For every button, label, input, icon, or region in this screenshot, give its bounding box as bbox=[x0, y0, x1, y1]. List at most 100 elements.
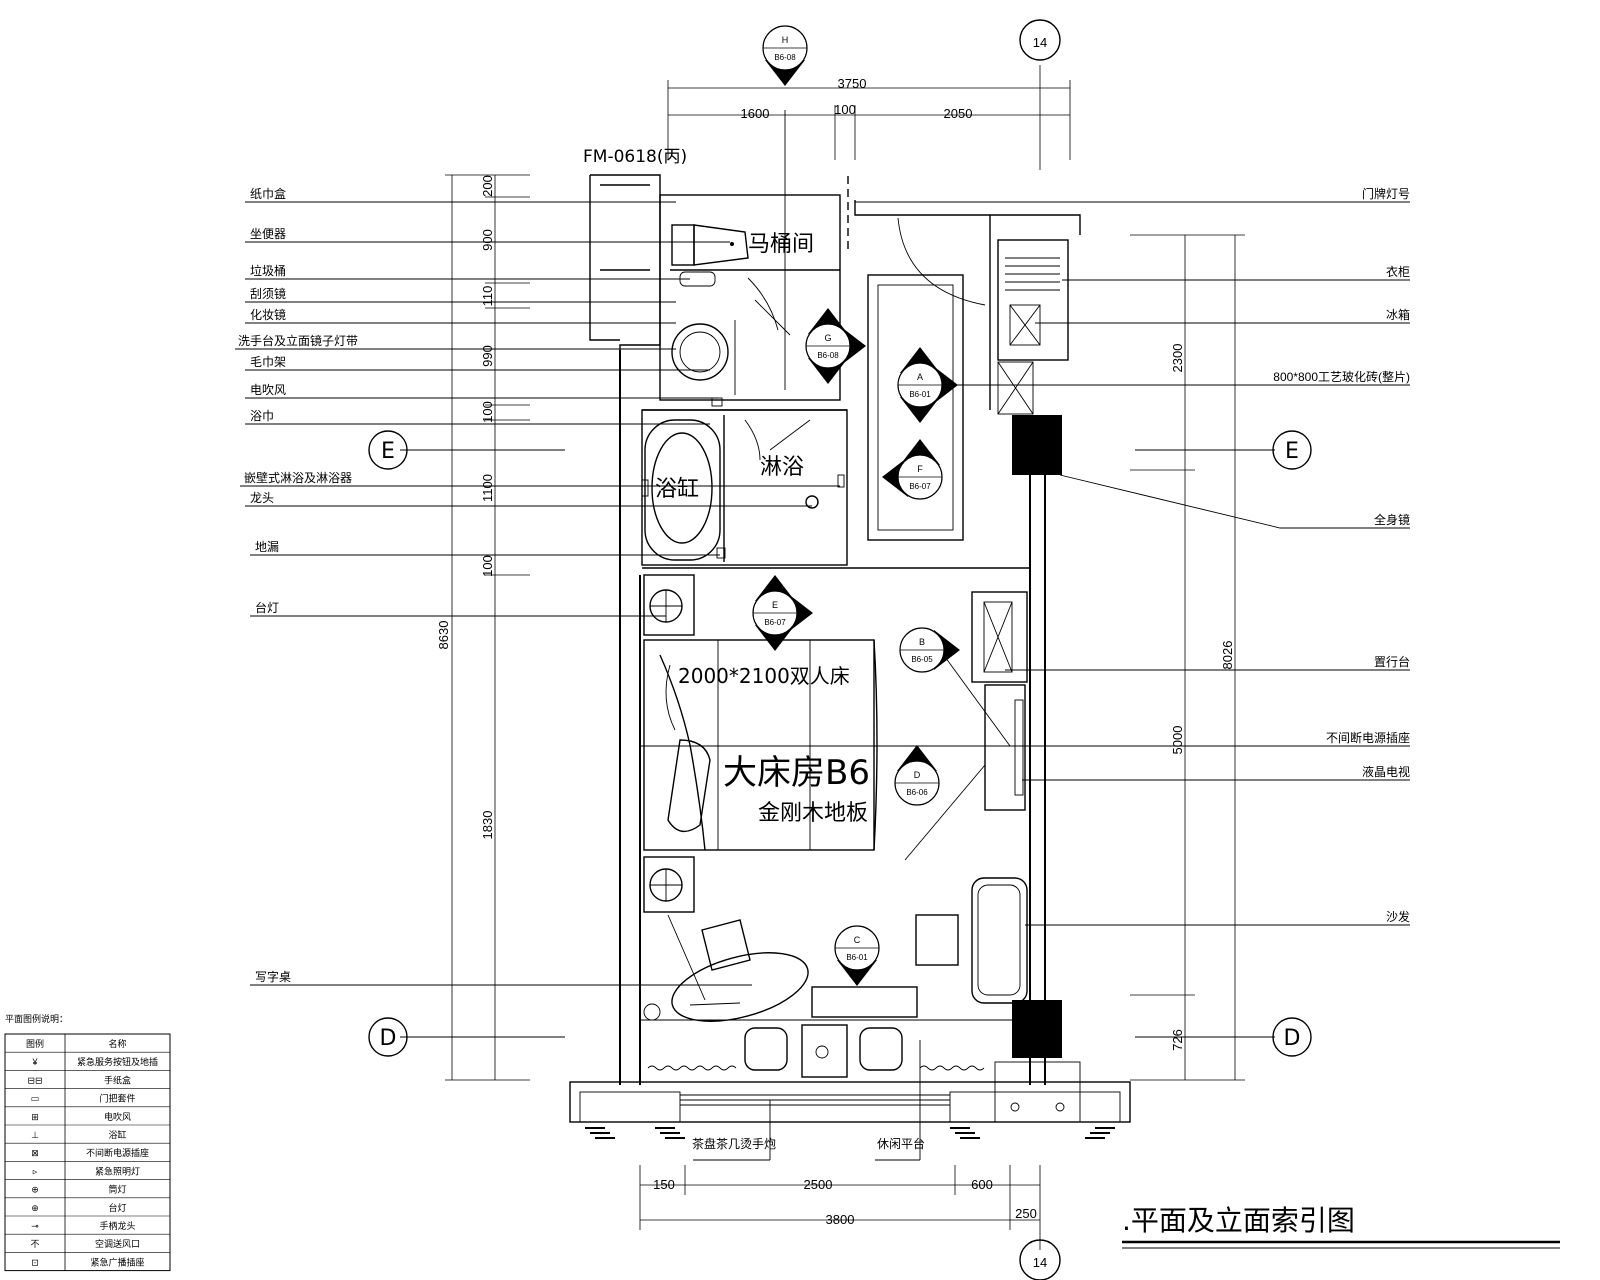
dim-left-6: 1100 bbox=[480, 474, 495, 502]
legend-symbol: ⊥ bbox=[31, 1130, 39, 1140]
index-letter: A bbox=[917, 372, 923, 382]
legend-name: 台灯 bbox=[108, 1202, 126, 1213]
dim-right-outer: 8026 bbox=[1220, 641, 1235, 670]
dim-left-8: 1830 bbox=[480, 811, 495, 840]
dim-bottom-d: 250 bbox=[1015, 1206, 1037, 1221]
legend-symbol: ⊸ bbox=[31, 1221, 39, 1231]
legend-name: 紧急广播插座 bbox=[90, 1256, 144, 1267]
index-letter: B bbox=[919, 637, 925, 647]
bottom-annotations: 茶盘茶几烫手炮 休闲平台 bbox=[692, 1136, 925, 1151]
legend-name: 不间断电源插座 bbox=[86, 1147, 149, 1158]
label-leisure-platform: 休闲平台 bbox=[877, 1136, 925, 1151]
section-d-left: D bbox=[380, 1026, 397, 1051]
legend-symbol: ⊟⊟ bbox=[27, 1075, 42, 1085]
index-letter: H bbox=[782, 35, 789, 45]
dim-bottom-c: 600 bbox=[971, 1177, 993, 1192]
legend-name: 浴缸 bbox=[108, 1129, 126, 1140]
dim-left-7: 100 bbox=[480, 555, 495, 577]
dim-bottom-a: 150 bbox=[653, 1177, 675, 1192]
left-label: 洗手台及立面镜子灯带 bbox=[238, 333, 358, 348]
left-label: 龙头 bbox=[250, 491, 274, 505]
left-label: 电吹风 bbox=[250, 383, 286, 397]
dim-top-b: 100 bbox=[834, 102, 856, 117]
dim-left-2: 900 bbox=[480, 229, 495, 251]
left-label: 台灯 bbox=[255, 600, 279, 615]
left-annotations: 纸巾盒坐便器垃圾桶刮须镜化妆镜洗手台及立面镜子灯带毛巾架电吹风浴巾嵌壁式淋浴及淋… bbox=[238, 186, 358, 984]
label-toilet-room: 马桶间 bbox=[748, 232, 814, 257]
legend-name: 紧急照明灯 bbox=[95, 1165, 140, 1176]
right-label: 沙发 bbox=[1386, 909, 1410, 924]
index-mark: EB6-07 bbox=[752, 575, 813, 651]
dim-right-3: 726 bbox=[1170, 1029, 1185, 1051]
left-label: 地漏 bbox=[255, 540, 279, 554]
left-label: 嵌壁式淋浴及淋浴器 bbox=[244, 470, 352, 485]
index-marks: HB6-08GB6-08AB6-01FB6-07EB6-07BB6-05DB6-… bbox=[752, 25, 960, 986]
dim-left-1: 200 bbox=[480, 175, 495, 197]
label-shower: 淋浴 bbox=[760, 455, 804, 480]
legend-name: 空调送风口 bbox=[95, 1238, 140, 1249]
right-label: 门牌灯号 bbox=[1362, 186, 1410, 201]
legend-table: 平面图例说明：图例名称¥紧急服务按钮及地插⊟⊟手纸盒▭门把套件⊞电吹风⊥浴缸⊠不… bbox=[4, 1013, 171, 1272]
axis-markers: 14 14 E E D D bbox=[368, 19, 1312, 1280]
room-labels: 马桶间 浴缸 淋浴 2000*2100双人床 大床房B6 金刚木地板 FM-06… bbox=[583, 147, 1560, 1249]
dim-left-5: 100 bbox=[480, 401, 495, 423]
dim-left-3: 110 bbox=[480, 286, 495, 307]
left-label: 毛巾架 bbox=[250, 355, 286, 369]
index-sheet: B6-08 bbox=[774, 53, 796, 62]
label-floor-material: 金刚木地板 bbox=[758, 801, 868, 826]
index-sheet: B6-05 bbox=[911, 655, 933, 664]
right-label: 置行台 bbox=[1374, 654, 1410, 669]
dimension-lines bbox=[445, 65, 1245, 1250]
legend-symbol: ⊞ bbox=[31, 1112, 39, 1122]
index-letter: C bbox=[854, 935, 861, 945]
leader-lines bbox=[235, 110, 1410, 1161]
index-letter: F bbox=[917, 464, 923, 474]
legend-name: 手纸盒 bbox=[104, 1074, 131, 1085]
dim-bottom-total: 3800 bbox=[826, 1212, 855, 1227]
left-label: 浴巾 bbox=[250, 409, 274, 423]
right-label: 冰箱 bbox=[1386, 307, 1410, 322]
label-bed: 2000*2100双人床 bbox=[678, 664, 850, 688]
index-mark: FB6-07 bbox=[882, 439, 943, 500]
legend-symbol: ⊕ bbox=[31, 1185, 39, 1195]
index-sheet: B6-01 bbox=[846, 953, 868, 962]
dim-left-outer: 8630 bbox=[436, 621, 451, 650]
left-label: 刮须镜 bbox=[250, 286, 286, 301]
legend-symbol: ▭ bbox=[31, 1094, 40, 1104]
legend-symbol: ▹ bbox=[33, 1166, 38, 1176]
left-label: 纸巾盒 bbox=[250, 186, 286, 201]
index-mark: D B6-06 bbox=[894, 745, 940, 806]
index-sheet: B6-07 bbox=[764, 618, 786, 627]
label-tea-table: 茶盘茶几烫手炮 bbox=[692, 1136, 776, 1151]
index-mark: A B6-01 bbox=[897, 347, 958, 423]
legend-header-symbol: 图例 bbox=[26, 1038, 44, 1049]
dim-top-c: 2050 bbox=[944, 106, 973, 121]
index-letter: D bbox=[914, 770, 921, 780]
legend-symbol: ⊕ bbox=[31, 1203, 39, 1213]
section-e-right: E bbox=[1285, 439, 1299, 464]
section-d-right: D bbox=[1284, 1026, 1301, 1051]
index-mark: C B6-01 bbox=[834, 925, 880, 986]
dim-top-total: 3750 bbox=[838, 76, 867, 91]
dim-left-4: 990 bbox=[480, 345, 495, 367]
drawing-title: .平面及立面索引图 bbox=[1122, 1204, 1355, 1237]
axis-14-bottom: 14 bbox=[1033, 1255, 1047, 1270]
right-annotations: 门牌灯号衣柜冰箱800*800工艺玻化砖(整片)全身镜置行台不间断电源插座液晶电… bbox=[1273, 186, 1410, 924]
index-sheet: B6-06 bbox=[906, 788, 928, 797]
index-sheet: B6-01 bbox=[909, 390, 931, 399]
legend-header-name: 名称 bbox=[108, 1038, 126, 1049]
legend-name: 门把套件 bbox=[99, 1093, 135, 1104]
right-label: 全身镜 bbox=[1374, 512, 1410, 527]
dim-right-2: 5000 bbox=[1170, 726, 1185, 755]
left-label: 写字桌 bbox=[255, 969, 291, 984]
right-label: 不间断电源插座 bbox=[1326, 730, 1410, 745]
legend-symbol: ¥ bbox=[31, 1057, 38, 1067]
index-letter: G bbox=[824, 333, 831, 343]
section-e-left: E bbox=[381, 439, 395, 464]
legend-symbol: ⊠ bbox=[31, 1148, 39, 1158]
right-label: 液晶电视 bbox=[1362, 764, 1410, 779]
index-mark: B B6-05 bbox=[899, 627, 960, 673]
legend-symbol: 不 bbox=[30, 1239, 39, 1249]
